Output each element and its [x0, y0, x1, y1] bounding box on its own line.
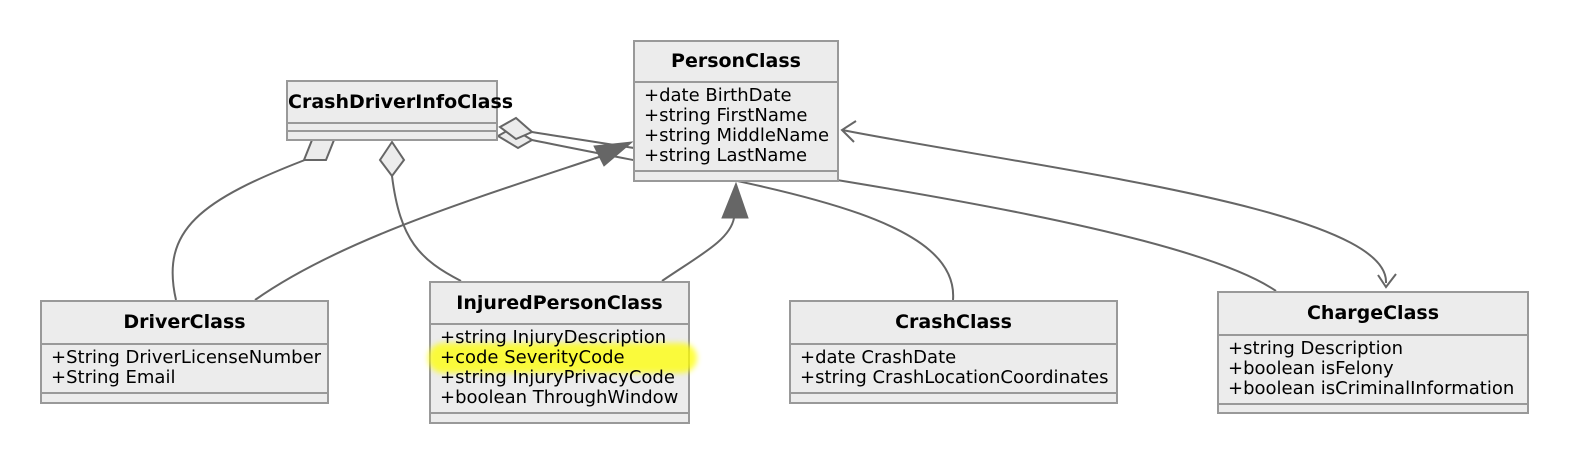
attribute: +String Email — [51, 367, 176, 388]
attribute: +string Description — [1228, 338, 1403, 359]
inheritance-arrow-driver — [593, 141, 634, 167]
method-list — [791, 394, 1116, 400]
edge-cdi-injured — [391, 175, 462, 282]
method-list — [431, 414, 688, 420]
attribute-list: +date BirthDate +string FirstName +strin… — [635, 83, 837, 172]
attribute: +boolean isFelony — [1228, 358, 1394, 379]
attribute: +String DriverLicenseNumber — [51, 347, 322, 368]
open-arrowhead-person — [840, 120, 857, 143]
attribute: +string InjuryDescription — [440, 327, 667, 348]
class-box-person[interactable]: PersonClass +date BirthDate +string Firs… — [633, 40, 839, 182]
open-arrowhead-charge — [1377, 273, 1397, 289]
class-box-driver[interactable]: DriverClass +String DriverLicenseNumber … — [40, 300, 329, 404]
edge-driver-person — [254, 155, 603, 301]
attribute: +date BirthDate — [644, 85, 792, 106]
attribute: +boolean isCriminalInformation — [1228, 378, 1515, 399]
attribute-list: +date CrashDate +string CrashLocationCoo… — [791, 345, 1116, 394]
attribute: +date CrashDate — [800, 347, 957, 368]
class-name: CrashClass — [791, 302, 1116, 345]
class-box-crash-driver-info[interactable]: CrashDriverInfoClass — [286, 80, 513, 141]
attribute-list: +String DriverLicenseNumber +String Emai… — [42, 345, 327, 394]
aggregation-diamond-injured — [378, 140, 406, 178]
class-box-injured-person[interactable]: InjuredPersonClass +string InjuryDescrip… — [429, 281, 690, 424]
attribute: +string InjuryPrivacyCode — [440, 367, 675, 388]
edge-person-charge — [841, 129, 1388, 284]
attribute-list: +string InjuryDescription +code Severity… — [431, 325, 688, 414]
method-list — [1219, 405, 1527, 411]
method-list — [635, 172, 837, 178]
highlighted-attribute: +code SeverityCode — [440, 348, 679, 368]
class-box-charge[interactable]: ChargeClass +string Description +boolean… — [1217, 291, 1529, 414]
attribute: +string MiddleName — [644, 125, 830, 146]
aggregation-diamond-driver — [302, 139, 336, 161]
edge-cdi-crash — [531, 139, 955, 301]
class-name: ChargeClass — [1219, 293, 1527, 336]
attribute-list: +string Description +boolean isFelony +b… — [1219, 336, 1527, 405]
edge-cdi-driver — [171, 157, 311, 301]
attribute: +string FirstName — [644, 105, 808, 126]
class-name: PersonClass — [635, 42, 837, 83]
attribute-list — [288, 124, 496, 132]
attribute: +string LastName — [644, 145, 808, 166]
aggregation-diamond-charge — [498, 116, 534, 141]
class-name: InjuredPersonClass — [431, 283, 688, 325]
class-box-crash[interactable]: CrashClass +date CrashDate +string Crash… — [789, 300, 1118, 404]
attribute: +boolean ThroughWindow — [440, 387, 679, 408]
class-name: CrashDriverInfoClass — [288, 82, 513, 124]
class-name: DriverClass — [42, 302, 327, 345]
inheritance-arrow-injured — [721, 181, 749, 219]
edge-injured-person — [661, 217, 735, 282]
attribute: +string CrashLocationCoordinates — [800, 367, 1109, 388]
method-list — [42, 394, 327, 400]
method-list — [288, 132, 496, 138]
